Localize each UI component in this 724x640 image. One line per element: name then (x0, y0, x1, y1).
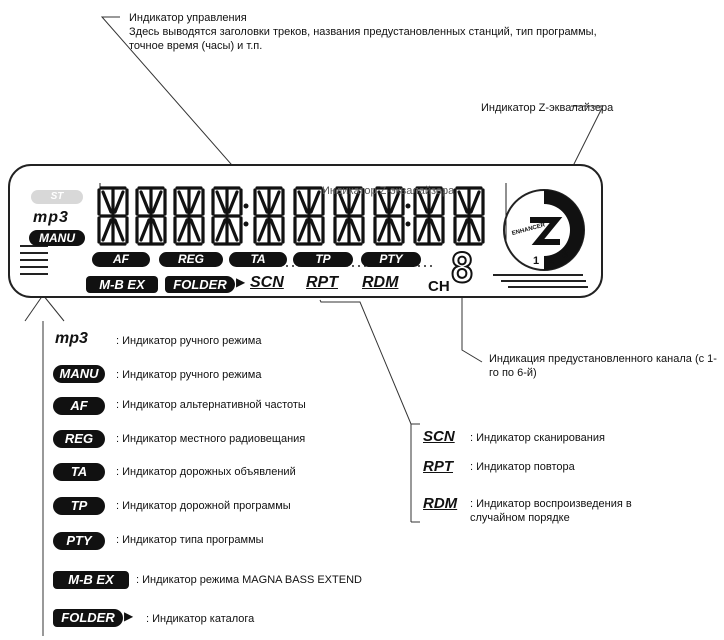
legend-tp-text: : Индикатор дорожной программы (116, 500, 291, 512)
preset-channel-callout: Индикация предустановленного канала (с 1… (489, 353, 717, 379)
rpt-indicator: RPT (306, 274, 338, 291)
channel-digit: 8 (449, 245, 475, 293)
st-indicator: ST (31, 190, 83, 204)
legend-af-text: : Индикатор альтернативной частоты (116, 399, 306, 411)
reg-indicator: REG (159, 252, 223, 267)
lcd-character-cell (293, 186, 325, 246)
legend-rdm-icon: RDM (423, 495, 458, 512)
legend-manu-icon: MANU (53, 365, 105, 383)
tp-indicator: TP (293, 252, 353, 267)
lcd-character-cell (173, 186, 205, 246)
control-indicator-title: Индикатор управления (129, 12, 247, 24)
legend-rpt-icon: RPT (423, 458, 453, 475)
lcd-character-cell (135, 186, 167, 246)
folder-indicator: FOLDER (165, 276, 235, 293)
z-equalizer-emblem: ENHANCER 1 2 3 (503, 189, 585, 271)
legend-rpt-text: : Индикатор повтора (470, 461, 575, 473)
lcd-character-cell (333, 186, 365, 246)
legend-folder-arrow-icon: ▶ (124, 609, 134, 623)
legend-mbex-text: : Индикатор режима MAGNA BASS EXTEND (136, 574, 362, 586)
legend-rdm-text: : Индикатор воспроизведения в случайном … (470, 498, 632, 524)
scn-indicator: SCN (250, 274, 284, 291)
legend-pty-text: : Индикатор типа программы (116, 534, 264, 546)
lcd-character-cell (453, 186, 485, 246)
legend-folder-text: : Индикатор каталога (146, 613, 255, 625)
pty-indicator: PTY (361, 252, 421, 267)
lcd-character-cell (211, 186, 243, 246)
lcd-colon-dot (405, 221, 411, 227)
eq-number-1: 1 (533, 255, 539, 267)
control-indicator-text: Здесь выводятся заголовки треков, назван… (129, 26, 597, 52)
legend-tp-icon: TP (53, 497, 105, 515)
legend-scn-text: : Индикатор сканирования (470, 432, 605, 444)
legend-folder-icon: FOLDER (53, 609, 123, 627)
lcd-character-cell (97, 186, 129, 246)
legend-pty-icon: PTY (53, 532, 105, 550)
ta-indicator: TA (229, 252, 287, 267)
lcd-character-cell (373, 186, 405, 246)
legend-af-icon: AF (53, 397, 105, 415)
mp3-indicator: mp3 (33, 209, 69, 226)
eq-number-2: 2 (548, 255, 554, 267)
eq-number-3: 3 (562, 249, 568, 261)
legend-mbex-icon: M-B EX (53, 571, 129, 589)
legend-mp3-icon: mp3 (55, 330, 88, 347)
af-indicator: AF (92, 252, 150, 267)
legend-scn-icon: SCN (423, 428, 455, 445)
legend-manu-text: : Индикатор ручного режима (116, 369, 262, 381)
legend-mp3-text: : Индикатор ручного режима (116, 335, 262, 347)
display-overlay-text: Индикатор Z-эквалайзера (322, 185, 455, 197)
rdm-indicator: RDM (362, 274, 399, 291)
mbex-indicator: M-B EX (86, 276, 158, 293)
lcd-colon-dot (243, 203, 249, 209)
legend-ta-icon: TA (53, 463, 105, 481)
lcd-character-cell (253, 186, 285, 246)
lcd-character-cell (413, 186, 445, 246)
lcd-colon-dot (405, 203, 411, 209)
folder-arrow-icon: ▶ (236, 275, 246, 289)
lcd-colon-dot (243, 221, 249, 227)
legend-reg-text: : Индикатор местного радиовещания (116, 433, 306, 445)
z-eq-callout: Индикатор Z-эквалайзера (481, 102, 614, 114)
legend-reg-icon: REG (53, 430, 105, 448)
ch-label: CH (428, 278, 450, 295)
lcd-character-digits (97, 186, 485, 246)
manu-indicator: MANU (29, 230, 85, 246)
legend-ta-text: : Индикатор дорожных объявлений (116, 466, 296, 478)
